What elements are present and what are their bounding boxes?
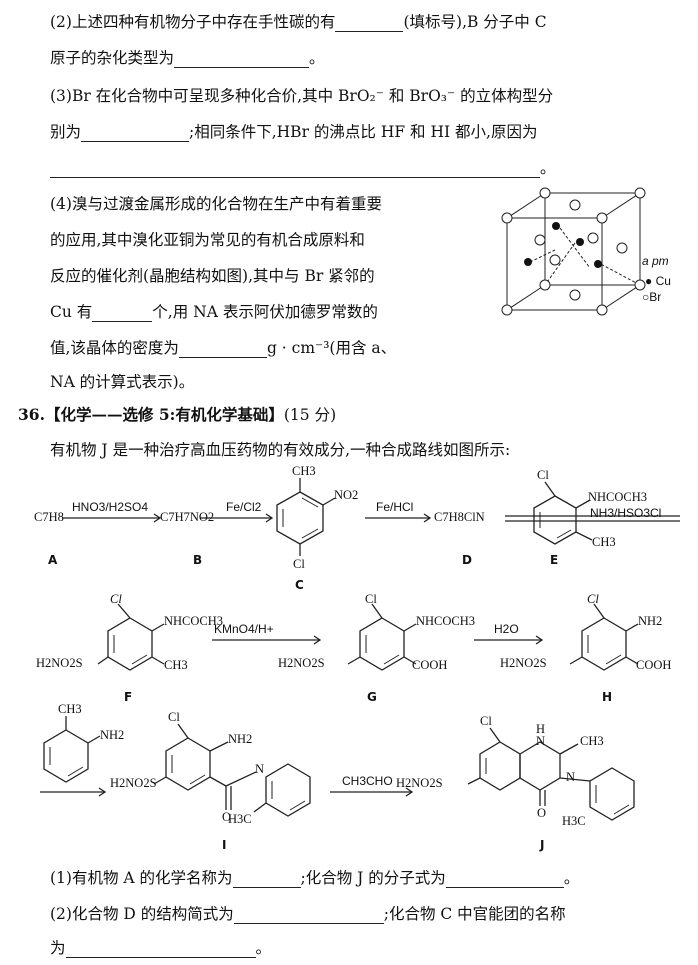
e-nhcoch3: NHCOCH3: [588, 490, 648, 504]
j-so2nh2: H2NO2S: [396, 776, 443, 790]
label-i: I: [222, 838, 227, 852]
reagent-2: Fe/Cl2: [226, 500, 262, 514]
reagent-4: NH3/HSO3Cl: [590, 506, 662, 520]
label-b: B: [193, 553, 203, 567]
compound-a-formula: C7H8: [34, 510, 64, 524]
answer-blank[interactable]: [178, 339, 267, 358]
q3-line2: 别为;相同条件下,HBr 的沸点比 HF 和 HI 都小,原因为: [50, 123, 538, 142]
reagent-1: HNO3/H2SO4: [72, 500, 149, 514]
f-cl: Cl: [110, 592, 122, 606]
a2-line1: (2)化合物 D 的结构简式为;化合物 C 中官能团的名称: [50, 905, 566, 924]
answer-blank[interactable]: [174, 49, 310, 68]
label-h: H: [602, 690, 613, 704]
q3-line3: 。: [50, 156, 556, 178]
j-o: O: [537, 806, 547, 820]
answer-blank[interactable]: [233, 905, 384, 924]
i-so2nh2: H2NO2S: [110, 776, 157, 790]
i-nh2: NH2: [228, 732, 253, 746]
reagent-6: H2O: [494, 622, 519, 636]
answer-blank[interactable]: [335, 13, 404, 32]
legend-a-pm: a pm: [642, 254, 669, 268]
toluidine-nh2: NH2: [100, 728, 125, 742]
h-so2nh2: H2NO2S: [500, 656, 547, 670]
label-e: E: [550, 553, 559, 567]
compound-d-formula: C7H8ClN: [434, 510, 485, 524]
j-n1: N: [536, 734, 546, 748]
q4-line3: 反应的催化剂(晶胞结构如图),其中与 Br 紧邻的: [50, 267, 375, 285]
h-cl: Cl: [587, 592, 599, 606]
legend-cu: ● Cu: [645, 274, 671, 288]
q4-line2: 的应用,其中溴化亚铜为常见的有机合成原料和: [50, 231, 365, 249]
intro-line: 有机物 J 是一种治疗高血压药物的有效成分,一种合成路线如图所示:: [50, 441, 511, 459]
label-j: J: [540, 838, 545, 852]
g-so2nh2: H2NO2S: [278, 656, 325, 670]
i-nh: N: [255, 762, 265, 776]
a2-line2: 为。: [50, 939, 272, 958]
i-cl: Cl: [168, 710, 180, 724]
legend-br: ○Br: [642, 290, 662, 304]
answer-blank[interactable]: [50, 159, 540, 178]
label-f: F: [124, 690, 133, 704]
j-h3c: H3C: [562, 814, 586, 828]
g-cl: Cl: [365, 592, 377, 606]
reagent-3: Fe/HCl: [376, 500, 414, 514]
i-o: O: [222, 810, 232, 824]
reagent-7: CH3CHO: [342, 774, 393, 788]
compound-b-formula: C7H7NO2: [160, 510, 215, 524]
reagent-5: KMnO4/H+: [214, 622, 274, 636]
label-d: D: [462, 553, 472, 567]
f-so2nh2: H2NO2S: [36, 656, 83, 670]
label-c: C: [295, 578, 304, 592]
answer-blank[interactable]: [232, 869, 301, 888]
section-title: 36.【化学——选修 5:有机化学基础】(15 分): [18, 405, 337, 424]
j-ch3: CH3: [580, 734, 604, 748]
a1-line: (1)有机物 A 的化学名称为;化合物 J 的分子式为。: [50, 869, 580, 888]
q3-line1: (3)Br 在化合物中可呈现多种化合价,其中 BrO₂⁻ 和 BrO₃⁻ 的立体…: [50, 87, 554, 105]
c-cl: Cl: [293, 557, 305, 571]
answer-blank[interactable]: [81, 123, 190, 142]
j-n3: N: [566, 770, 576, 784]
q4-line6: NA 的计算式表示)。: [50, 373, 195, 391]
q2-line1: (2)上述四种有机物分子中存在手性碳的有(填标号),B 分子中 C: [50, 13, 547, 32]
g-nhcoch3: NHCOCH3: [416, 614, 476, 628]
c-no2: NO2: [334, 488, 359, 502]
f-ch3: CH3: [164, 658, 188, 672]
h-nh2: NH2: [638, 614, 663, 628]
j-cl: Cl: [480, 714, 492, 728]
q4-line4: Cu 有个,用 NA 表示阿伏加德罗常数的: [50, 303, 378, 322]
g-cooh: COOH: [412, 658, 448, 672]
e-cl: Cl: [537, 468, 549, 482]
i-h3c: H3C: [228, 812, 252, 826]
label-a: A: [48, 553, 58, 567]
toluidine-ch3: CH3: [58, 702, 82, 716]
q4-line1: (4)溴与过渡金属形成的化合物在生产中有着重要: [50, 195, 382, 213]
f-nhcoch3: NHCOCH3: [164, 614, 224, 628]
q2-line2: 原子的杂化类型为。: [50, 49, 325, 68]
h-cooh: COOH: [636, 658, 672, 672]
c-ch3: CH3: [292, 464, 316, 478]
answer-blank[interactable]: [65, 939, 256, 958]
answer-blank[interactable]: [445, 869, 564, 888]
label-g: G: [367, 690, 377, 704]
j-h: H: [536, 722, 546, 736]
e-ch3: CH3: [592, 535, 616, 549]
answer-blank[interactable]: [92, 303, 153, 322]
